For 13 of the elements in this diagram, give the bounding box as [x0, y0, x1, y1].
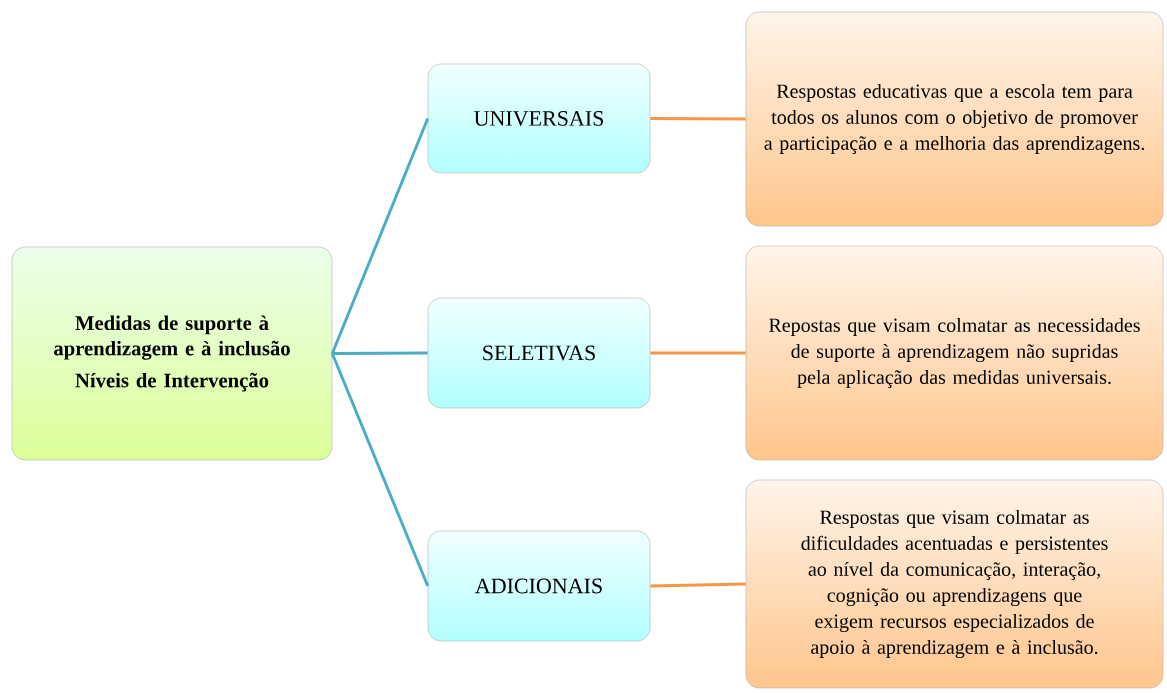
description-box: Respostas educativas que a escola tem para todos os alunos com o objetivo de promover a participação e a melhoria das aprendizagens. [745, 11, 1164, 227]
description-box: Repostas que visam colmatar as necessidades de suporte à aprendizagem não supridas pela aplicação das medidas universais. [745, 245, 1164, 461]
connector-line [330, 352, 430, 587]
connector-line [332, 351, 428, 355]
connector-line [330, 117, 430, 355]
connector-line [650, 117, 746, 121]
level-box: ADICIONAIS [427, 530, 651, 642]
root-box: Medidas de suporte à aprendizagem e à inclusão Níveis de Intervenção [11, 246, 333, 461]
level-box: SELETIVAS [427, 297, 651, 409]
connector-line [650, 351, 746, 355]
description-box: Respostas que visam colmatar as dificuldades acentuadas e persistentes ao nível da comunicação, interação, cognição ou aprendizagens que exigem recursos especializados de apoio à aprendizagem e à inclusão. [745, 479, 1164, 689]
level-box: UNIVERSAIS [427, 63, 651, 174]
connector-line [650, 582, 746, 588]
